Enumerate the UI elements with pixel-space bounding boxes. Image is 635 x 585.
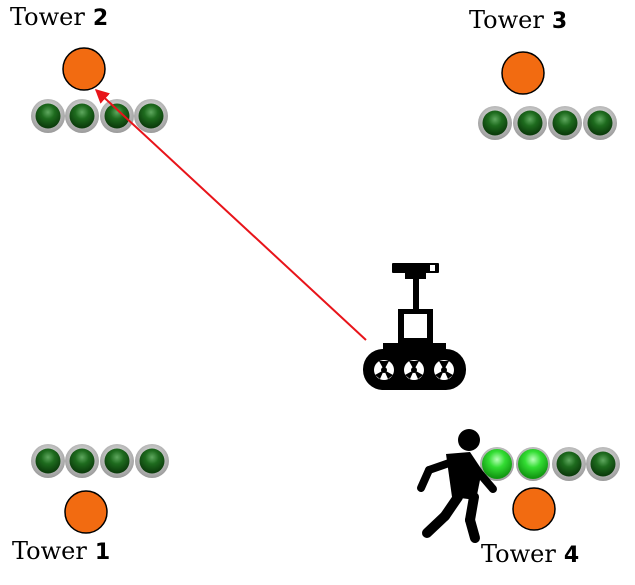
tower-4-disc bbox=[512, 487, 556, 531]
tower-3-label: Tower 3 bbox=[469, 8, 567, 33]
tower-3-label-number: 3 bbox=[551, 9, 568, 34]
tower-1-light-4 bbox=[135, 444, 169, 478]
tower-2 bbox=[31, 47, 168, 133]
path-arrow bbox=[94, 89, 367, 341]
tower-3-light-4 bbox=[583, 106, 617, 140]
tower-2-label-number: 2 bbox=[92, 6, 109, 31]
tower-3-light-1 bbox=[478, 106, 512, 140]
tower-2-light-3 bbox=[100, 99, 134, 133]
tower-3-label-word: Tower bbox=[469, 6, 544, 34]
tower-1-light-1 bbox=[31, 444, 65, 478]
tower-1-label-number: 1 bbox=[94, 540, 111, 565]
tower-4-label-number: 4 bbox=[563, 543, 580, 568]
tower-4-light-3 bbox=[552, 447, 586, 481]
tower-1-disc bbox=[64, 490, 108, 534]
tower-1-light-2 bbox=[65, 444, 99, 478]
tower-3 bbox=[478, 51, 617, 140]
tower-3-light-2 bbox=[513, 106, 547, 140]
tower-2-disc bbox=[62, 47, 106, 91]
tower-3-disc bbox=[501, 51, 545, 95]
tower-4-label-word: Tower bbox=[481, 540, 556, 568]
tower-2-light-strip bbox=[31, 99, 168, 133]
tower-4-label: Tower 4 bbox=[481, 542, 579, 567]
tower-2-light-1 bbox=[31, 99, 65, 133]
tower-1 bbox=[31, 444, 169, 534]
tower-4-light-strip bbox=[480, 447, 620, 481]
tower-2-light-4 bbox=[134, 99, 168, 133]
tower-4-light-4 bbox=[586, 447, 620, 481]
tower-1-label: Tower 1 bbox=[12, 539, 110, 564]
tower-2-label: Tower 2 bbox=[10, 5, 108, 30]
tower-4-light-2 bbox=[516, 447, 550, 481]
tower-4 bbox=[480, 447, 620, 531]
walking-person-icon bbox=[417, 429, 497, 543]
tower-3-light-3 bbox=[548, 106, 582, 140]
tower-1-light-3 bbox=[100, 444, 134, 478]
tower-1-label-word: Tower bbox=[12, 537, 87, 565]
tower-2-light-2 bbox=[65, 99, 99, 133]
tower-2-label-word: Tower bbox=[10, 3, 85, 31]
tower-3-light-strip bbox=[478, 106, 617, 140]
tower-1-light-strip bbox=[31, 444, 169, 478]
tower-4-light-1 bbox=[480, 447, 514, 481]
tracked-robot-icon bbox=[363, 263, 466, 390]
